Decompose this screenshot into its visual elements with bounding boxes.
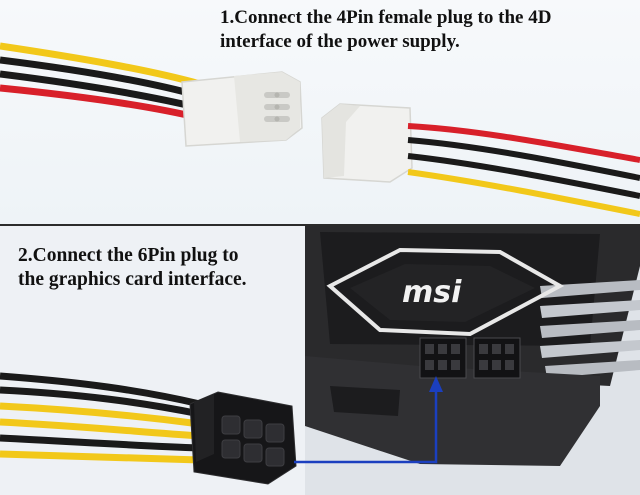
molex-male-plug	[321, 103, 413, 183]
step1-caption: 1.Connect the 4Pin female plug to the 4D…	[220, 6, 638, 54]
card-6pin-sockets	[419, 337, 521, 379]
step1-caption-line2: interface of the power supply.	[220, 30, 460, 52]
molex-female-plug	[181, 71, 303, 147]
left-wire-bundle	[0, 42, 201, 122]
step2-caption-line2: the graphics card interface.	[18, 269, 247, 291]
molex-connectors-photo	[0, 42, 640, 217]
step1-panel: 1.Connect the 4Pin female plug to the 4D…	[0, 0, 640, 224]
card-brand-logo: msi	[402, 275, 462, 310]
pcie-wire-bundle	[0, 372, 201, 464]
step2-caption: 2.Connect the 6Pin plug to the graphics c…	[18, 244, 303, 293]
graphics-card-photo: msi	[0, 226, 640, 495]
pcie-6pin-plug	[189, 391, 297, 485]
heatsink-fins	[540, 280, 640, 378]
panel-divider	[0, 224, 640, 226]
step1-caption-line1: 1.Connect the 4Pin female plug to the 4D	[220, 7, 552, 28]
graphics-card: msi	[305, 226, 640, 495]
step2-caption-line1: 2.Connect the 6Pin plug to	[18, 245, 239, 266]
step2-panel: msi	[0, 226, 640, 495]
right-wire-bundle	[407, 123, 640, 217]
connection-arrow	[294, 376, 443, 464]
